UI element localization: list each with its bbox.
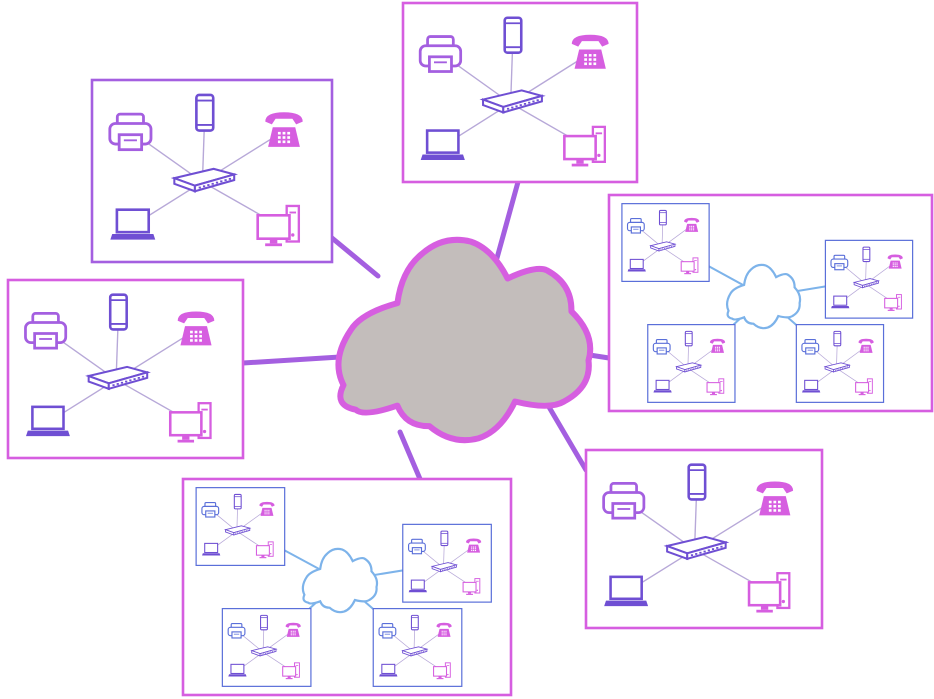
lan-box (90, 78, 334, 264)
network-switch-icon (170, 167, 239, 193)
desktop-computer-icon (563, 125, 606, 167)
printer-icon (201, 502, 220, 518)
telephone-icon (466, 538, 482, 553)
network-switch-icon (852, 278, 881, 289)
mini-lan-box (372, 607, 463, 687)
laptop-icon (228, 663, 247, 677)
mini-cloud-icon (725, 263, 802, 330)
printer-icon (830, 254, 849, 271)
network-switch-icon (479, 89, 546, 114)
cloud-icon (335, 236, 594, 444)
telephone-icon (177, 311, 215, 346)
mini-lan-box (647, 324, 736, 403)
network-switch-icon (430, 562, 458, 573)
printer-icon (418, 35, 463, 73)
mini-cloud-icon (301, 547, 379, 614)
printer-icon (652, 338, 671, 355)
printer-icon (24, 312, 68, 350)
laptop-icon (110, 208, 156, 240)
telephone-icon (756, 481, 794, 516)
mini-lan-box (621, 203, 710, 283)
telephone-icon (858, 338, 874, 353)
lan-box (584, 448, 824, 630)
smartphone-icon (440, 530, 449, 547)
smartphone-icon (233, 493, 242, 510)
desktop-computer-icon (282, 662, 300, 680)
smartphone-icon (687, 463, 707, 501)
cloud-link (397, 429, 423, 482)
desktop-computer-icon (855, 378, 873, 396)
smartphone-icon (108, 293, 128, 331)
printer-icon (801, 338, 820, 355)
desktop-computer-icon (462, 578, 481, 595)
laptop-icon (379, 663, 398, 677)
telephone-icon (571, 34, 609, 69)
cloud-link (546, 404, 589, 473)
smartphone-icon (503, 16, 523, 54)
smartphone-icon (195, 93, 215, 132)
network-switch-icon (85, 365, 151, 391)
wan-box (607, 193, 934, 413)
laptop-icon (802, 379, 821, 393)
smartphone-icon (833, 330, 842, 347)
smartphone-icon (684, 330, 693, 347)
mini-lan-box (795, 324, 885, 403)
desktop-computer-icon (706, 378, 725, 396)
laptop-icon (420, 129, 465, 160)
telephone-icon (684, 217, 700, 232)
printer-icon (602, 482, 646, 520)
laptop-icon (831, 295, 850, 309)
desktop-computer-icon (255, 541, 274, 559)
laptop-icon (202, 542, 221, 556)
printer-icon (378, 622, 397, 639)
cloud-link (240, 354, 343, 366)
mini-lan-box (824, 239, 914, 319)
network-switch-icon (823, 362, 851, 373)
telephone-icon (285, 622, 301, 637)
smartphone-icon (260, 614, 268, 631)
central-cloud (335, 236, 594, 444)
laptop-icon (408, 579, 427, 593)
smartphone-icon (862, 246, 871, 263)
desktop-computer-icon (256, 204, 301, 247)
subnetwork-boxes (6, 1, 934, 697)
network-switch-icon (401, 646, 429, 657)
network-switch-icon (250, 646, 278, 657)
laptop-icon (653, 379, 672, 393)
desktop-computer-icon (168, 402, 212, 443)
desktop-computer-icon (680, 257, 699, 275)
cloud-link (494, 179, 521, 261)
desktop-computer-icon (433, 662, 451, 680)
network-switch-icon (663, 535, 730, 561)
telephone-icon (887, 254, 903, 269)
network-switch-icon (224, 525, 252, 536)
smartphone-icon (410, 614, 419, 631)
telephone-icon (265, 112, 303, 147)
mini-lan-box (221, 607, 312, 687)
laptop-icon (25, 405, 70, 437)
printer-icon (108, 112, 153, 152)
laptop-icon (604, 575, 649, 607)
telephone-icon (709, 338, 726, 353)
lan-box (6, 278, 245, 460)
desktop-computer-icon (884, 294, 902, 311)
telephone-icon (436, 622, 452, 637)
cloud-links (240, 179, 612, 482)
smartphone-icon (658, 209, 667, 226)
mini-lan-box (195, 487, 286, 567)
desktop-computer-icon (747, 572, 791, 613)
printer-icon (227, 622, 246, 639)
wan-box (181, 477, 513, 697)
laptop-icon (627, 258, 646, 272)
printer-icon (626, 218, 645, 234)
network-switch-icon (675, 362, 703, 373)
cloud-link (329, 235, 381, 279)
telephone-icon (259, 501, 275, 516)
printer-icon (407, 538, 426, 555)
network-switch-icon (649, 241, 677, 252)
lan-box (401, 1, 639, 184)
mini-lan-box (402, 523, 492, 603)
